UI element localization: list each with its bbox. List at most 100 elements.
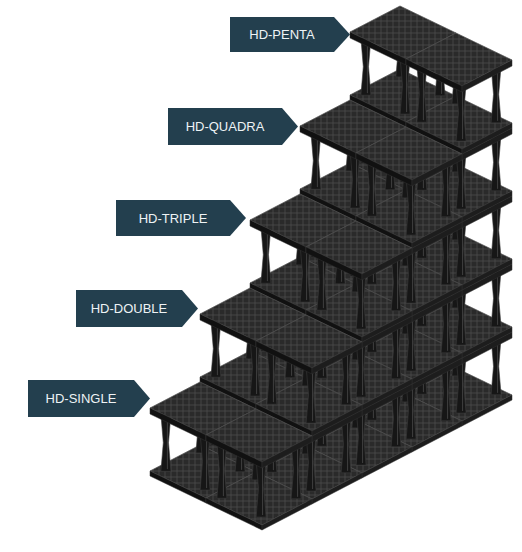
model-tag: HD-PENTA <box>230 17 350 52</box>
pillar-highlight <box>206 435 207 488</box>
pillar-highlight <box>356 153 357 206</box>
crate-plate-edge <box>412 353 462 384</box>
pillar-highlight <box>462 154 463 207</box>
model-tag: HD-DOUBLE <box>76 290 198 327</box>
crate-plate-edge <box>306 247 362 280</box>
crate-pillar <box>356 272 366 329</box>
model-tag: HD-QUADRA <box>168 108 298 145</box>
crate-pillar <box>406 178 416 235</box>
model-name: HD-QUADRA <box>186 119 265 134</box>
crate-plate-edge <box>406 59 462 92</box>
pillar-highlight <box>412 180 413 233</box>
model-name: HD-DOUBLE <box>91 301 168 316</box>
crate-pillar <box>306 366 316 423</box>
pillar-highlight <box>367 40 368 93</box>
crate-plate-top <box>306 221 412 274</box>
crate-plate-edge <box>462 327 512 358</box>
model-name: HD-SINGLE <box>46 391 117 406</box>
pillar-highlight <box>462 222 463 275</box>
crate-plate-edge <box>262 436 312 468</box>
crate-plate-edge <box>206 435 262 468</box>
crate-plate-edge <box>356 153 412 186</box>
crate-plate-edge <box>412 154 462 186</box>
pillar-highlight <box>497 340 498 393</box>
crate-plate-edge <box>462 395 512 426</box>
pillar-highlight <box>412 248 413 301</box>
crate-plate-edge <box>412 217 462 248</box>
pillar-highlight <box>362 274 363 327</box>
pillar-highlight <box>362 410 363 463</box>
pillar-highlight <box>497 68 498 121</box>
tag-arrow <box>76 290 198 327</box>
crate-plate-edge <box>200 314 256 347</box>
pillar-highlight <box>462 290 463 343</box>
crate-plate-edge <box>462 60 512 92</box>
crate-plate-edge <box>362 379 412 410</box>
crate-plate-edge <box>462 123 512 154</box>
crate-plate-edge <box>362 311 412 342</box>
crate-pillar <box>456 84 466 141</box>
pillar-highlight <box>397 256 398 309</box>
pillar-highlight <box>447 298 448 351</box>
pillar-highlight <box>262 462 263 515</box>
pillar-highlight <box>412 384 413 437</box>
pillar-highlight <box>267 228 268 281</box>
pillar-highlight <box>297 444 298 497</box>
pillar-highlight <box>312 436 313 489</box>
pillar-highlight <box>412 316 413 369</box>
crate-plate-edge <box>206 498 262 530</box>
pillar-highlight <box>497 204 498 257</box>
pillar-highlight <box>223 443 224 496</box>
crate-plate-top <box>356 127 462 180</box>
crate-plate-edge <box>150 471 206 503</box>
tag-arrow <box>28 380 150 417</box>
model-name: HD-PENTA <box>249 27 314 42</box>
pillar-highlight <box>423 67 424 120</box>
pillar-highlight <box>347 350 348 403</box>
crate-plate-edge <box>250 220 306 253</box>
pillar-highlight <box>256 341 257 394</box>
crate-plate-edge <box>256 341 312 374</box>
crate-plate-top <box>256 315 362 368</box>
crate-plate-edge <box>312 342 362 374</box>
pillar-highlight <box>347 418 348 471</box>
pillar-highlight <box>362 342 363 395</box>
crate-plate-edge <box>262 499 312 530</box>
tag-arrow <box>116 200 246 236</box>
crate-plate-edge <box>350 32 406 65</box>
pillar-highlight <box>397 324 398 377</box>
crate-plate-edge <box>300 126 356 159</box>
pillar-highlight <box>447 162 448 215</box>
model-tag: HD-SINGLE <box>28 380 150 417</box>
model-tag: HD-TRIPLE <box>116 200 246 236</box>
crate-plate-edge <box>412 421 462 452</box>
crate-plate-edge <box>362 447 412 478</box>
tag-arrow <box>230 17 350 52</box>
crate-plate-edge <box>462 259 512 290</box>
crate-plate-top <box>206 409 312 462</box>
pillar-highlight <box>323 255 324 308</box>
pillar-highlight <box>373 161 374 214</box>
crate-plate-edge <box>412 285 462 316</box>
crate-plate-edge <box>462 191 512 222</box>
pillar-highlight <box>317 134 318 187</box>
pillar-highlight <box>497 136 498 189</box>
pillar-highlight <box>497 272 498 325</box>
pillar-highlight <box>312 368 313 421</box>
pillar-highlight <box>462 86 463 139</box>
crate-plate-edge <box>150 408 206 441</box>
pillar-highlight <box>397 392 398 445</box>
pillar-highlight <box>306 247 307 300</box>
pillar-highlight <box>217 322 218 375</box>
crate-plate-top <box>406 33 512 86</box>
crate-plate-edge <box>362 248 412 280</box>
tag-arrow <box>168 108 298 145</box>
pillar-highlight <box>462 358 463 411</box>
crate-plate-edge <box>312 405 362 436</box>
pillar-highlight <box>447 366 448 419</box>
crate-plate-edge <box>312 473 362 504</box>
model-name: HD-TRIPLE <box>139 211 208 226</box>
pillar-highlight <box>167 416 168 469</box>
